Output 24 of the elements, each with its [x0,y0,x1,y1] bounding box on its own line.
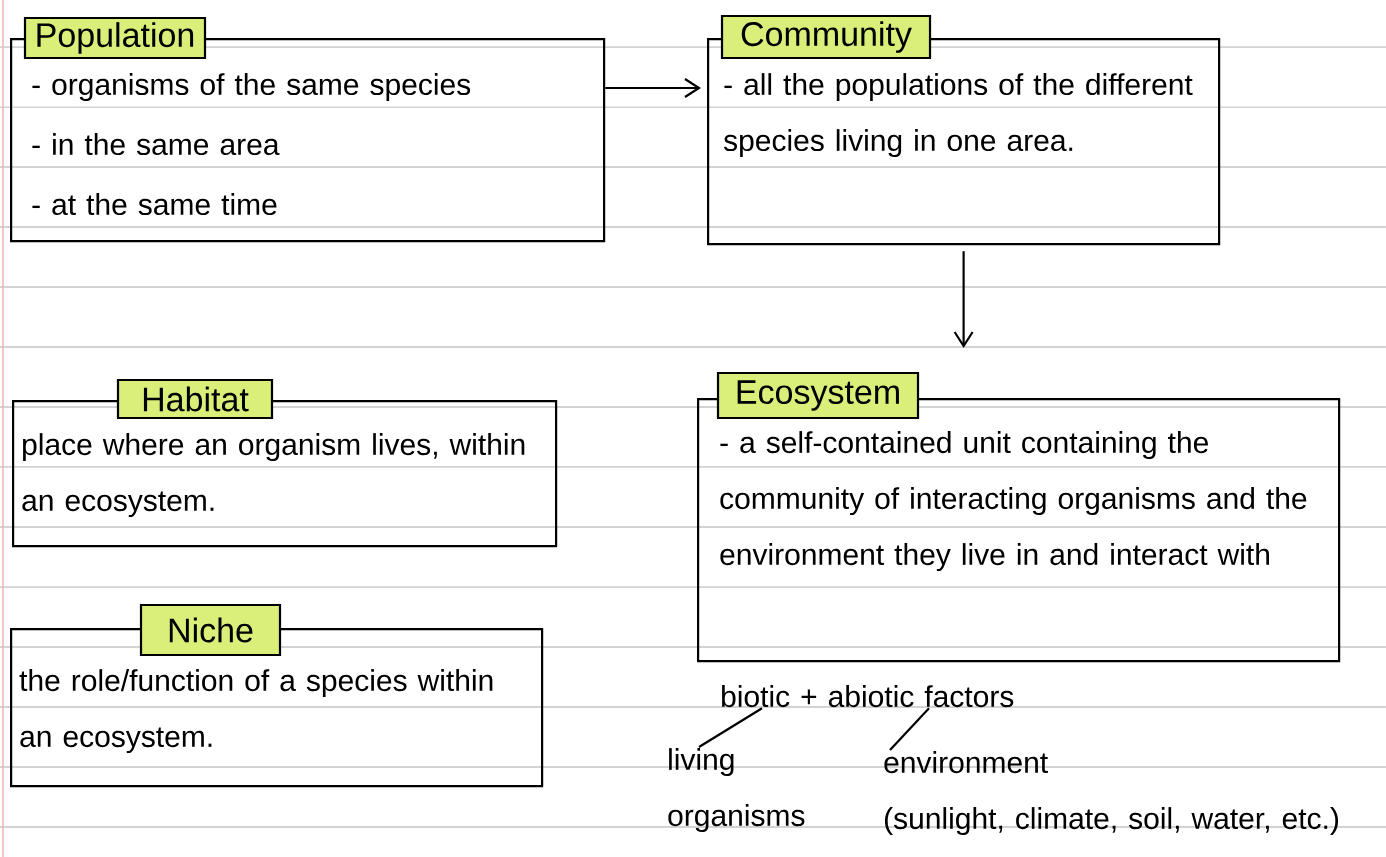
definition-text: the role/function of a species within an ecosystem. [19,669,493,754]
leader-line [698,707,763,748]
arrow [605,78,701,98]
factor-note: biotic + abiotic factors [722,685,1014,708]
leader-line [889,707,930,751]
note-box [697,371,1341,663]
note-box [10,603,544,788]
heading-label: Ecosystem [716,371,920,420]
arrow [953,251,974,348]
note-box [10,16,606,243]
definition-text: place where an organism lives, within an ecosystem. [22,433,525,518]
note-box [12,378,558,548]
definition-text: - all the populations of the different species living in one area. [723,73,1193,158]
definition-text: - in the same area [32,133,280,156]
factor-note: living organisms [668,748,805,833]
note-box [707,14,1221,246]
heading-label: Habitat [116,378,274,420]
factor-note: environment (sunlight, climate, soil, water, etc.) [884,751,1339,836]
definition-text: - organisms of the same species [32,73,471,102]
definition-text: - at the same time [32,193,277,216]
definition-text: - a self-contained unit containing the community of interacting organisms and the environment they live in and interact with [720,431,1307,572]
heading-label: Population [23,16,207,60]
heading-label: Niche [139,603,282,657]
heading-label: Community [720,14,932,60]
